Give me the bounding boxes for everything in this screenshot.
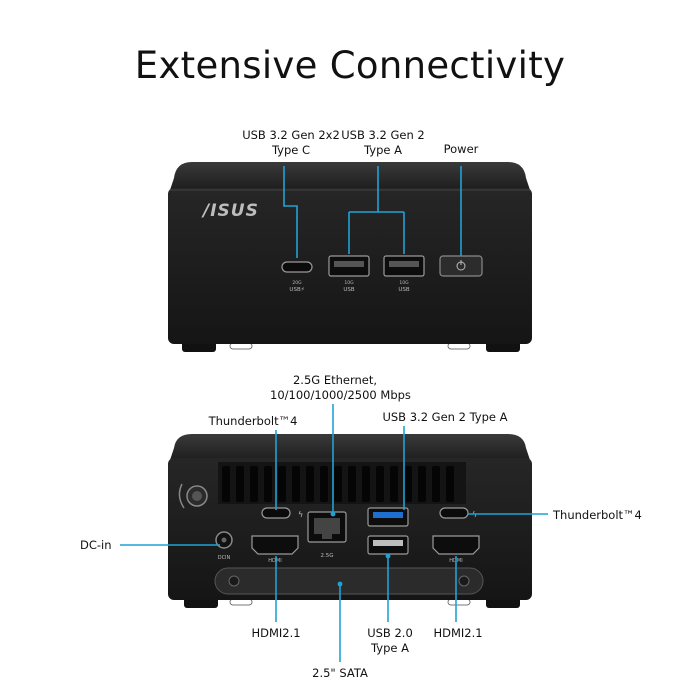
ethernet-marking: 2.5G [320, 553, 333, 559]
rear-leader-lines [120, 404, 548, 662]
label-hdmi-left: HDMI2.1 [251, 626, 301, 640]
page-title: Extensive Connectivity [134, 44, 566, 87]
asus-logo: /ISUS [201, 201, 259, 221]
usb-c-port [281, 261, 313, 273]
label-usb-type-c: USB 3.2 Gen 2x2 Type C [242, 128, 340, 157]
chassis-lid [170, 162, 530, 190]
rear-chassis-lid [170, 434, 530, 460]
leader-dots [330, 511, 391, 587]
rear-unit: ϟ 2.5G ϟ DCIN HDMI HDMI [168, 434, 532, 608]
usb-a-marking-2: USB [398, 287, 410, 293]
power-button [439, 255, 483, 277]
label-thunderbolt-left: Thunderbolt™4 [208, 414, 298, 428]
front-leader-lines [283, 166, 462, 258]
usb-c-marking: USB⚡ [289, 286, 304, 293]
label-ethernet: 2.5G Ethernet, 10/100/1000/2500 Mbps [270, 373, 411, 402]
label-usb-2: USB 2.0 Type A [367, 626, 413, 655]
hdmi-port-left [251, 535, 299, 555]
usb-a-marking-1: USB [343, 287, 355, 293]
svg-text:10G: 10G [344, 280, 354, 286]
thunderbolt-port-right [439, 507, 469, 519]
usb-c-marking-speed: 20G [292, 280, 302, 286]
label-power: Power [443, 142, 479, 156]
hdmi-port-right [432, 535, 480, 555]
label-hdmi-right: HDMI2.1 [433, 626, 483, 640]
label-dc-in: DC-in [80, 538, 112, 552]
label-sata: 2.5" SATA [312, 666, 368, 680]
svg-text:10G: 10G [399, 280, 409, 286]
front-unit: /ISUS 20G USB⚡ 10G USB 10G USB [168, 162, 532, 352]
svg-text:ϟ: ϟ [298, 510, 303, 519]
label-usb-type-a-front: USB 3.2 Gen 2 Type A [341, 128, 425, 157]
sata-bay [214, 567, 484, 595]
dcin-marking: DCIN [218, 555, 231, 561]
label-thunderbolt-right: Thunderbolt™4 [553, 508, 642, 522]
vent-grille [218, 462, 466, 504]
label-usb-type-a-rear: USB 3.2 Gen 2 Type A [382, 410, 508, 424]
hdmi-marking-left: HDMI [268, 558, 281, 564]
